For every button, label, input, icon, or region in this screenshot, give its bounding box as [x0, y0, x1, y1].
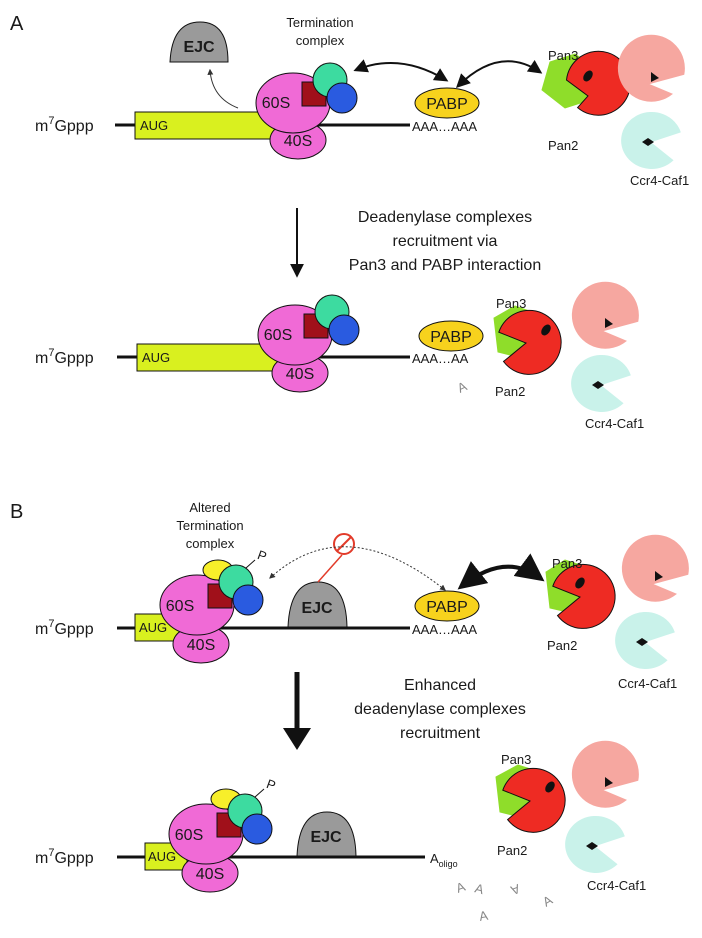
altered-complex-line1: Altered	[189, 500, 230, 515]
panel-a-row1: EJC m7Gppp AUG 40S 60S Termination compl…	[35, 15, 689, 188]
altered-complex-line3: complex	[186, 536, 235, 551]
pan2-shape	[552, 563, 616, 629]
deadenylase-group-1: Pan3 Pan2 Ccr4-Caf1	[541, 34, 689, 188]
interaction-arrow-dotted	[269, 546, 446, 591]
pan2-label: Pan2	[497, 843, 527, 858]
caption-a-line2: recruitment via	[393, 233, 498, 250]
deadenylase-group-4: Pan3 Pan2 Ccr4-Caf1	[495, 740, 646, 893]
ccr4-label: Ccr4-Caf1	[618, 676, 677, 691]
aug-label: AUG	[139, 620, 167, 635]
ribosome-60s-label: 60S	[262, 95, 290, 112]
pabp	[414, 590, 480, 622]
panel-a-row2: m7Gppp AUG 40S 60S PABP AAA…AA A Pan3 Pa…	[35, 281, 644, 431]
pabp	[418, 320, 484, 352]
cap-label: m7Gppp	[35, 618, 94, 638]
deadenylase-group-3: Pan3 Pan2 Ccr4-Caf1	[545, 534, 689, 691]
ejc-label: EJC	[310, 829, 342, 846]
termination-factor-blue	[241, 813, 273, 845]
termination-factor-blue	[328, 314, 360, 346]
ccr4-shape	[571, 740, 639, 808]
ribosome-60s-label: 60S	[175, 827, 203, 844]
released-adenosine: A	[509, 881, 523, 898]
step-arrow-b-head	[283, 728, 311, 750]
a-oligo-label: Aoligo	[430, 851, 458, 869]
released-adenosine: A	[454, 879, 468, 896]
released-adenosines: A A A A A	[454, 879, 555, 924]
caption-b-line2: deadenylase complexes	[354, 701, 526, 718]
ccr4-label: Ccr4-Caf1	[630, 173, 689, 188]
released-adenosine: A	[540, 892, 555, 909]
polya-tail: AAA…AAA	[412, 119, 477, 134]
ejc-released	[169, 21, 229, 63]
released-adenosine: A	[478, 908, 489, 924]
panel-b-row2: m7Gppp AUG 40S 60S P EJC Aoligo A A A A …	[35, 740, 646, 924]
pan3-label: Pan3	[496, 296, 526, 311]
termination-factor-blue	[326, 82, 358, 114]
released-adenosine: A	[455, 378, 469, 395]
ribosome-40s-label: 40S	[187, 637, 215, 654]
aug-label: AUG	[148, 849, 176, 864]
caption-a-line1: Deadenylase complexes	[358, 209, 532, 226]
ejc-label: EJC	[301, 600, 333, 617]
polya-tail: AAA…AAA	[412, 622, 477, 637]
caption-a-line3: Pan3 and PABP interaction	[349, 257, 541, 274]
ccr4-label: Ccr4-Caf1	[585, 416, 644, 431]
ccr4-shape	[571, 281, 639, 349]
pabp	[414, 87, 480, 119]
panel-b-label: B	[10, 501, 23, 523]
released-adenosine: A	[473, 880, 486, 897]
pan2-label: Pan2	[547, 638, 577, 653]
term-complex-line1: Termination	[286, 15, 353, 30]
polya-tail: AAA…AA	[412, 351, 469, 366]
pabp-label: PABP	[430, 329, 472, 346]
pabp-label: PABP	[426, 96, 468, 113]
ribosome-40s-label: 40S	[284, 133, 312, 150]
pan3-label: Pan3	[548, 48, 578, 63]
altered-complex-line2: Termination	[176, 518, 243, 533]
panel-b-row1: Altered Termination complex m7Gppp AUG 4…	[35, 500, 689, 691]
interaction-arrow-term-pabp	[353, 59, 449, 82]
pabp-label: PABP	[426, 599, 468, 616]
ccr4-shape	[621, 534, 689, 602]
term-complex-line2: complex	[296, 33, 345, 48]
interaction-arrow-pabp-pan3-strong	[457, 553, 545, 590]
phospho-label: P	[265, 776, 278, 793]
ejc-bound	[296, 811, 357, 857]
caption-b-line1: Enhanced	[404, 677, 476, 694]
ribosome-60s-label: 60S	[264, 327, 292, 344]
cap-label: m7Gppp	[35, 115, 94, 135]
pan2-label: Pan2	[495, 384, 525, 399]
pan2-label: Pan2	[548, 138, 578, 153]
ejc-release-arrow	[207, 68, 239, 109]
ejc-label: EJC	[183, 39, 215, 56]
caption-b-line3: recruitment	[400, 725, 481, 742]
pan3-label: Pan3	[501, 752, 531, 767]
termination-factor-blue	[232, 584, 264, 616]
step-caption-b: Enhanced deadenylase complexes recruitme…	[354, 677, 526, 742]
ribosome-40s-label: 40S	[196, 866, 224, 883]
ccr4-label: Ccr4-Caf1	[587, 878, 646, 893]
cap-label: m7Gppp	[35, 847, 94, 867]
step-caption-a: Deadenylase complexes recruitment via Pa…	[349, 209, 541, 274]
ribosome-60s-label: 60S	[166, 598, 194, 615]
pan3-label: Pan3	[552, 556, 582, 571]
aug-label: AUG	[140, 118, 168, 133]
deadenylase-group-2: Pan3 Pan2 Ccr4-Caf1	[493, 281, 644, 431]
aug-label: AUG	[142, 350, 170, 365]
inhibition-stem	[317, 554, 343, 583]
phospho-label: P	[256, 547, 269, 564]
ccr4-shape	[617, 34, 685, 102]
panel-a-label: A	[10, 13, 24, 35]
interaction-arrow-pabp-pan3	[455, 59, 543, 88]
cap-label: m7Gppp	[35, 347, 94, 367]
ribosome-40s-label: 40S	[286, 366, 314, 383]
